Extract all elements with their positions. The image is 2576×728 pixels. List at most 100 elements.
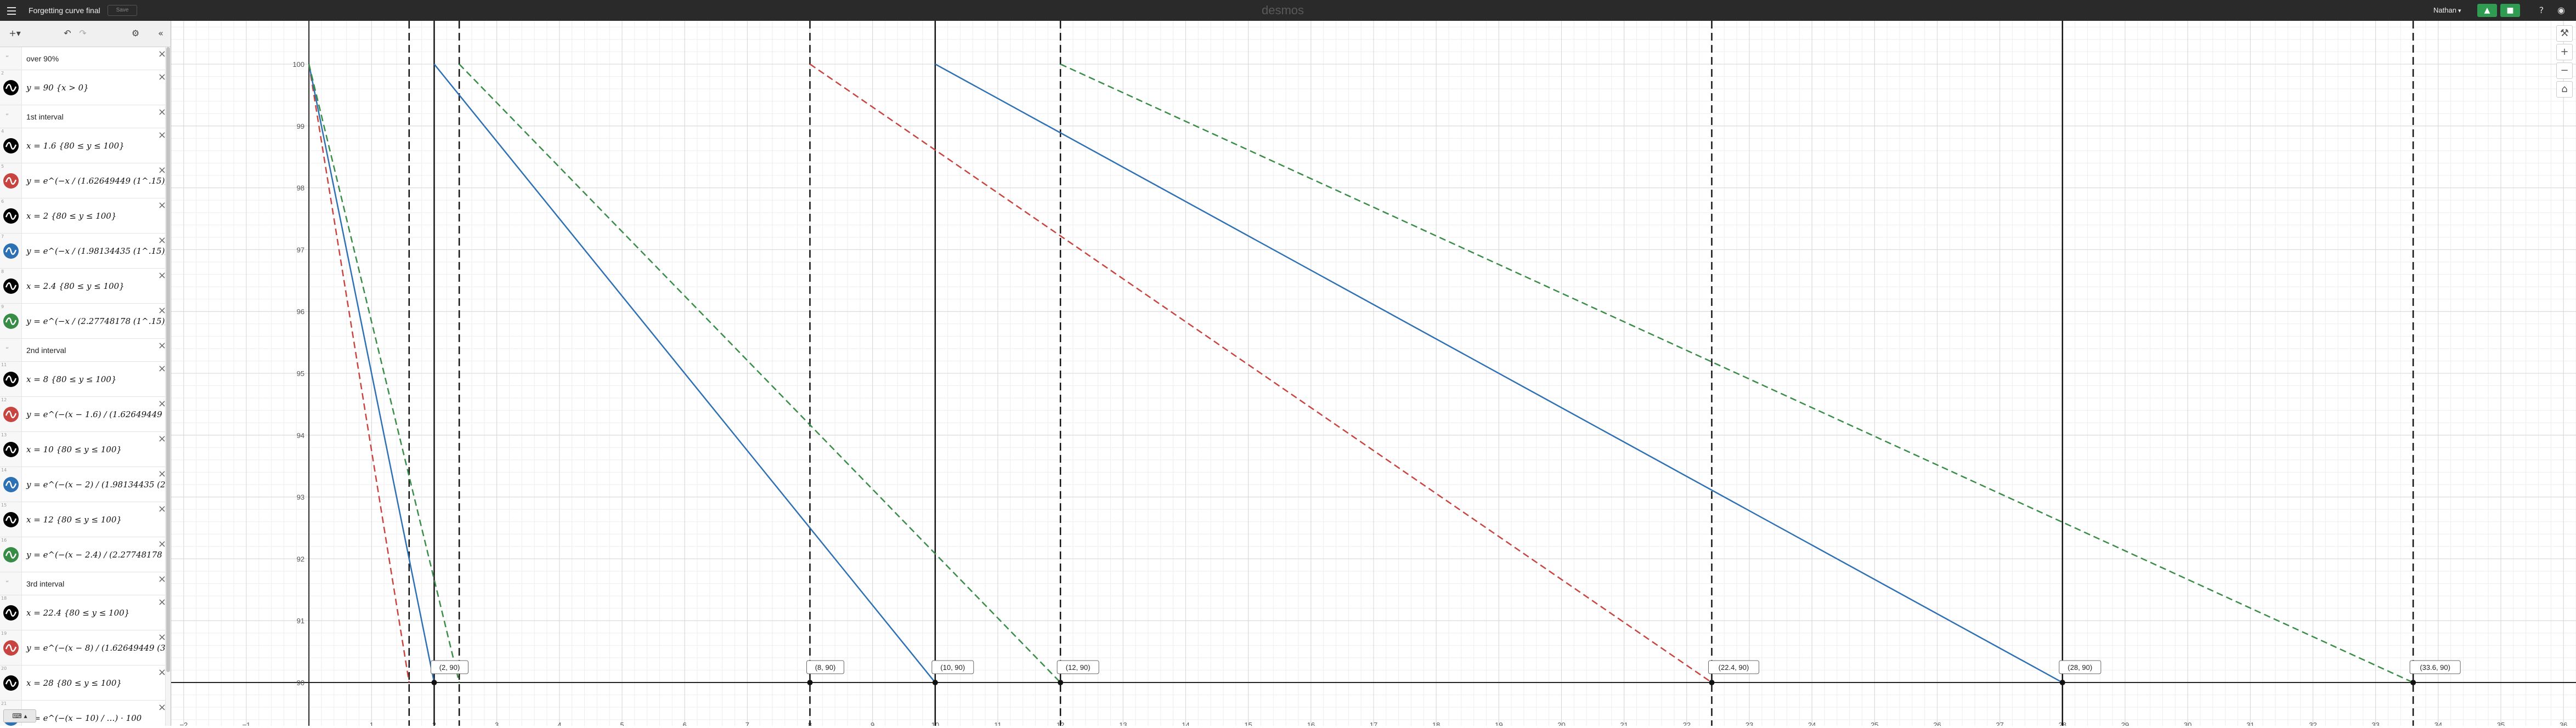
expression-gutter[interactable]: 16 <box>0 537 22 572</box>
expression-math[interactable]: x = 2.4 {80 ≤ y ≤ 100} <box>26 281 125 291</box>
point-marker[interactable] <box>932 680 938 686</box>
expression-gutter[interactable]: “ <box>0 339 22 361</box>
expression-item[interactable]: 7y = e^(−x / (1.98134435 (1^.15))) · 100… <box>0 234 171 269</box>
expression-math[interactable]: y = e^(−(x − 10) / …) · 100 <box>26 713 142 723</box>
graph-visibility-icon[interactable] <box>3 640 19 656</box>
expression-math[interactable]: y = e^(−(x − 2) / (1.98134435 (2^.15))) … <box>26 479 171 490</box>
delete-expression-icon[interactable]: × <box>157 106 166 118</box>
expression-math[interactable]: y = 90 {x > 0} <box>26 82 89 93</box>
graph-visibility-icon[interactable] <box>3 371 19 387</box>
graph-visibility-icon[interactable] <box>3 138 19 153</box>
expression-item[interactable]: 12 y = e^(−(x − 1.6) / (1.62649449 (2^.15… <box>0 397 171 432</box>
expression-item[interactable]: 16y = e^(−(x − 2.4) / (2.27748178 (2^.15… <box>0 537 171 572</box>
delete-expression-icon[interactable]: × <box>157 596 166 608</box>
expression-math[interactable]: y = e^(−x / (1.98134435 (1^.15))) · 100 <box>26 246 171 256</box>
help-icon[interactable]: ? <box>2539 5 2544 15</box>
expression-gutter[interactable]: “ <box>0 572 22 595</box>
delete-expression-icon[interactable]: × <box>157 235 166 246</box>
expression-item[interactable]: 13 x = 10 {80 ≤ y ≤ 100} × <box>0 432 171 467</box>
delete-expression-icon[interactable]: × <box>157 270 166 281</box>
expression-scrollbar[interactable] <box>165 47 171 726</box>
curve-segment[interactable] <box>433 64 936 683</box>
expression-gutter[interactable]: 19 <box>0 630 22 665</box>
note-item[interactable]: “ over 90% × <box>0 47 171 70</box>
expression-gutter[interactable]: 5 <box>0 163 22 198</box>
delete-expression-icon[interactable]: × <box>157 433 166 445</box>
delete-expression-icon[interactable]: × <box>157 538 166 550</box>
delete-expression-icon[interactable]: × <box>157 573 166 585</box>
graph-canvas[interactable]: −2−1123456789101112131415161718192021222… <box>171 21 2576 728</box>
expression-math[interactable]: y = e^(−x / (1.62649449 (1^.15))) · 100 <box>26 175 171 186</box>
note-item[interactable]: “ 3rd interval × <box>0 572 171 595</box>
expression-gutter[interactable]: 8 <box>0 269 22 303</box>
delete-expression-icon[interactable]: × <box>157 200 166 211</box>
expression-gutter[interactable]: 11 <box>0 362 22 396</box>
graph-visibility-icon[interactable] <box>3 441 19 457</box>
add-item-button[interactable]: +▾ <box>9 28 21 38</box>
expression-gutter[interactable]: 6 <box>0 198 22 233</box>
delete-expression-icon[interactable]: × <box>157 71 166 83</box>
point-marker[interactable] <box>431 680 437 686</box>
note-text[interactable]: 2nd interval <box>26 346 66 355</box>
graph-plot[interactable]: −2−1123456789101112131415161718192021222… <box>171 21 2576 728</box>
expression-math[interactable]: y = e^(−(x − 8) / (1.62649449 (3^.15))) … <box>26 642 171 653</box>
graph-visibility-icon[interactable] <box>3 243 19 259</box>
expression-gutter[interactable]: 12 <box>0 397 22 431</box>
user-menu[interactable]: Nathan <box>2433 6 2461 14</box>
note-text[interactable]: over 90% <box>26 54 59 63</box>
curve-segment[interactable] <box>308 64 435 683</box>
expression-math[interactable]: x = 12 {80 ≤ y ≤ 100} <box>26 514 122 525</box>
expression-gutter[interactable]: 2 <box>0 70 22 105</box>
expression-item[interactable]: 19 y = e^(−(x − 8) / (1.62649449 (3^.15))… <box>0 630 171 666</box>
delete-expression-icon[interactable]: × <box>157 305 166 316</box>
delete-expression-icon[interactable]: × <box>157 468 166 480</box>
graph-visibility-icon[interactable] <box>3 208 19 224</box>
delete-expression-icon[interactable]: × <box>157 398 166 410</box>
expression-math[interactable]: y = e^(−x / (2.27748178 (1^.15))) · 100 <box>26 316 171 326</box>
curve-segment[interactable] <box>935 63 2063 684</box>
zoom-in-button[interactable]: + <box>2556 44 2573 60</box>
graph-visibility-icon[interactable] <box>3 675 19 691</box>
point-marker[interactable] <box>2410 680 2416 686</box>
keyboard-icon[interactable]: ⌨ ▴ <box>3 709 36 723</box>
delete-expression-icon[interactable]: × <box>157 48 166 60</box>
zoom-out-button[interactable]: − <box>2556 62 2573 79</box>
expression-math[interactable]: x = 10 {80 ≤ y ≤ 100} <box>26 444 122 454</box>
curve-segment[interactable] <box>1060 63 2414 684</box>
collapse-panel-icon[interactable]: « <box>158 28 163 38</box>
note-text[interactable]: 3rd interval <box>26 579 65 588</box>
expression-math[interactable]: x = 28 {80 ≤ y ≤ 100} <box>26 678 122 688</box>
expression-gutter[interactable]: 9 <box>0 304 22 338</box>
graph-visibility-icon[interactable] <box>3 406 19 422</box>
undo-icon[interactable]: ↶ <box>64 28 71 38</box>
expression-gutter[interactable]: “ <box>0 47 22 70</box>
expression-item[interactable]: 14 y = e^(−(x − 2) / (1.98134435 (2^.15))… <box>0 467 171 502</box>
hamburger-icon[interactable] <box>4 3 19 18</box>
gear-icon[interactable]: ⚙ <box>131 28 140 38</box>
note-item[interactable]: “ 2nd interval × <box>0 339 171 362</box>
language-icon[interactable]: ◉ <box>2557 5 2565 15</box>
graph-visibility-icon[interactable] <box>3 79 19 95</box>
expression-gutter[interactable]: 15 <box>0 502 22 537</box>
home-button[interactable]: ⌂ <box>2556 81 2573 98</box>
graph-visibility-icon[interactable] <box>3 313 19 329</box>
graph-visibility-icon[interactable] <box>3 278 19 294</box>
point-marker[interactable] <box>1058 680 1064 686</box>
point-marker[interactable] <box>2059 680 2065 686</box>
expression-gutter[interactable]: 13 <box>0 432 22 467</box>
point-marker[interactable] <box>1709 680 1715 686</box>
delete-expression-icon[interactable]: × <box>157 702 166 713</box>
point-marker[interactable] <box>807 680 813 686</box>
expression-gutter[interactable]: 14 <box>0 467 22 502</box>
expression-math[interactable]: x = 8 {80 ≤ y ≤ 100} <box>26 374 117 384</box>
graph-visibility-icon[interactable] <box>3 476 19 492</box>
delete-expression-icon[interactable]: × <box>157 340 166 351</box>
redo-icon[interactable]: ↷ <box>79 28 87 38</box>
expression-math[interactable]: x = 22.4 {80 ≤ y ≤ 100} <box>26 607 130 618</box>
expression-math[interactable]: y = e^(−(x − 1.6) / (1.62649449 (2^.15))… <box>26 409 171 419</box>
